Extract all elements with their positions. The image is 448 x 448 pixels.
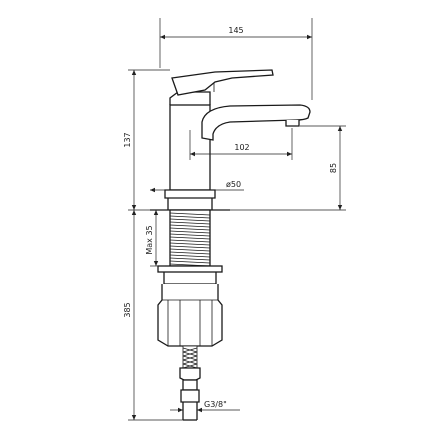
dim-spout-height: 85: [230, 125, 346, 211]
dim-label-g38: G3/8": [204, 400, 227, 409]
dim-body-height: 137: [123, 69, 170, 211]
thread-line: [169, 257, 211, 261]
fixing-nut: [157, 265, 223, 347]
thread-line: [169, 218, 211, 222]
dim-label-85: 85: [329, 163, 338, 173]
thread-line: [169, 239, 211, 243]
spout: [201, 104, 311, 141]
dim-label-diameter: ø50: [226, 180, 241, 189]
thread-line: [169, 248, 211, 252]
thread-line: [169, 230, 211, 234]
thread-line: [169, 227, 211, 231]
thread-line: [169, 212, 211, 216]
thread-line: [169, 236, 211, 240]
thread-line: [169, 233, 211, 237]
thread-line: [169, 245, 211, 249]
thread-line: [169, 242, 211, 246]
hose-braid: [182, 363, 198, 369]
hose-braid: [182, 347, 198, 353]
dim-label-137: 137: [123, 132, 132, 147]
hose-braid: [182, 351, 198, 357]
dim-connector: G3/8": [170, 400, 240, 413]
thread-line: [169, 215, 211, 219]
thread-line: [169, 221, 211, 225]
dim-label-102: 102: [234, 143, 249, 152]
hose-braid: [182, 359, 198, 365]
dim-overall-width: 145: [159, 18, 313, 100]
threaded-shank: [169, 209, 211, 267]
dim-hose-length: 385: [123, 210, 183, 421]
dim-label-145: 145: [228, 26, 243, 35]
dim-base-diameter: ø50: [150, 180, 244, 193]
hose-braid: [182, 355, 198, 361]
thread-line: [169, 260, 211, 264]
thread-line: [169, 251, 211, 255]
lever-handle: [171, 69, 274, 96]
dim-label-385: 385: [123, 302, 132, 317]
dim-spout-reach: 102: [189, 128, 293, 160]
flex-hose: [179, 345, 201, 421]
dim-label-max35: Max 35: [145, 225, 154, 254]
dim-max-thickness: Max 35: [145, 210, 165, 267]
thread-line: [169, 224, 211, 228]
thread-line: [169, 254, 211, 258]
